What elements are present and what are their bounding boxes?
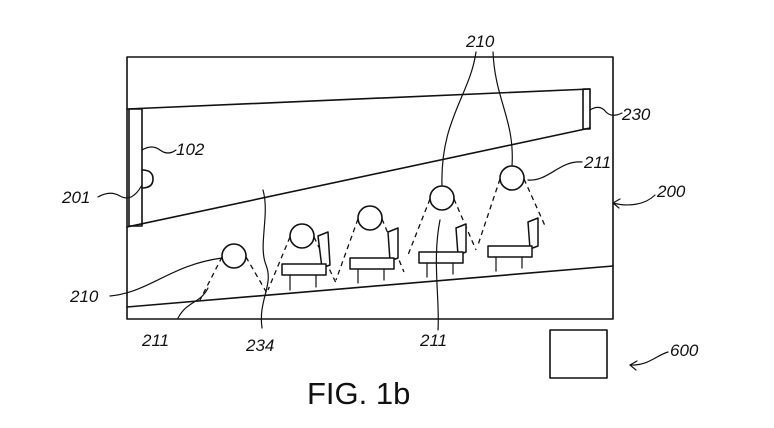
seat-3 (418, 223, 467, 278)
leader-600 (629, 351, 669, 366)
leader-210-top-a (441, 51, 477, 187)
device-600-box (549, 329, 608, 379)
ref-210-top: 210 (465, 32, 495, 51)
floor-line (126, 265, 614, 308)
seat-2 (349, 227, 399, 284)
ref-234: 234 (245, 336, 274, 355)
ceiling-line (126, 88, 591, 110)
ref-600: 600 (670, 341, 699, 360)
leader-211-bottom-mid (435, 219, 441, 331)
figure-caption: FIG. 1b (307, 376, 410, 411)
ref-102: 102 (176, 140, 205, 159)
ref-210-left: 210 (69, 287, 99, 306)
leader-210-top-b (492, 51, 513, 167)
sight-plane-line (126, 127, 591, 228)
ref-201: 201 (61, 188, 90, 207)
leader-210-left (109, 257, 223, 297)
seat-4 (487, 217, 539, 272)
leader-201 (97, 184, 143, 199)
leader-230 (589, 106, 623, 116)
screen-102 (128, 108, 143, 227)
viewer-1 (199, 243, 269, 301)
leader-211-bottom-left (177, 287, 209, 319)
leader-234 (260, 189, 269, 329)
leader-211-right (527, 161, 583, 181)
room-outline (126, 56, 614, 320)
leader-200 (612, 194, 656, 206)
arrow-200 (612, 198, 621, 209)
ref-230: 230 (621, 105, 651, 124)
arrow-600 (629, 360, 638, 371)
ref-211-right: 211 (583, 153, 611, 172)
leader-102 (141, 146, 177, 154)
seat-1 (281, 231, 331, 291)
projector-201 (141, 169, 154, 189)
ref-211-bottom-mid: 211 (419, 331, 447, 350)
ref-211-bottom-left: 211 (141, 331, 169, 350)
element-230 (582, 88, 591, 130)
ref-200: 200 (656, 182, 686, 201)
viewer-2 (267, 223, 337, 291)
